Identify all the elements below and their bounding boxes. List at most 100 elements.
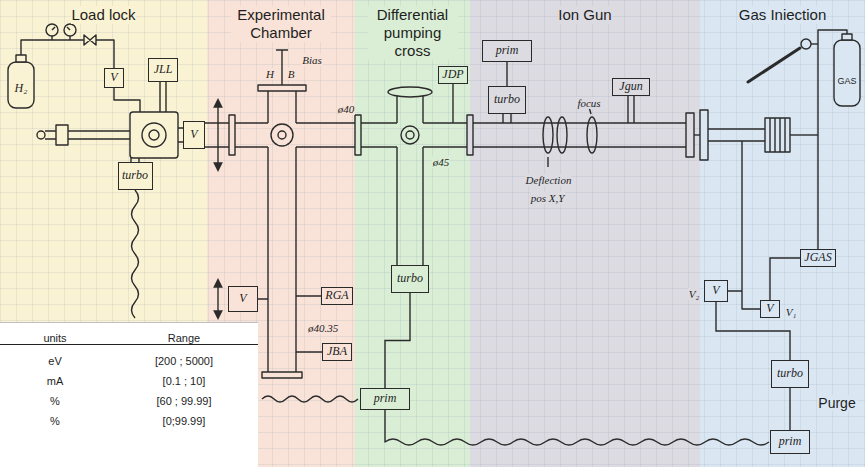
valve-symbol (84, 35, 96, 45)
section-label-box: Purge (814, 394, 860, 412)
bottle-label: GAS (836, 76, 857, 86)
dimension-label: ø40 (337, 103, 356, 115)
signal-label: Bias (301, 54, 323, 66)
valve-label-box: V₁ (783, 302, 799, 320)
load-lock-chamber (130, 112, 178, 158)
bottle-label: H₂ (14, 81, 29, 95)
pump-box: prim (360, 388, 410, 410)
flange (258, 85, 306, 91)
pump-hose (262, 396, 358, 402)
gas-line (811, 43, 818, 44)
viewport (149, 130, 159, 140)
table-cell-box: [60 ; 99.99] (110, 390, 258, 409)
pump-line (506, 62, 507, 86)
tube (423, 123, 467, 147)
table-cell: [60 ; 99.99] (155, 395, 212, 407)
table-cell: mA (46, 375, 65, 387)
pump-line (789, 388, 790, 430)
dimension-label-box: ø40 (333, 99, 359, 117)
gauge-needle (52, 27, 55, 30)
part-label: Deflection pos X,Y (525, 174, 572, 204)
flange (229, 115, 235, 155)
tube (296, 123, 397, 147)
valve-label-box: V₂ (686, 284, 702, 302)
rod-knob (37, 131, 45, 139)
table-cell: [0.1 ; 10] (162, 375, 207, 387)
part-label: focus (576, 97, 601, 109)
pump-box: turbo (391, 265, 429, 293)
flange (262, 372, 302, 378)
gauge-box: Jgun (612, 78, 650, 96)
section-title: Differential pumping cross (368, 6, 458, 60)
gauge-box: JLL (148, 58, 178, 82)
gas-bottle (8, 62, 34, 108)
deflection-coil (543, 117, 553, 153)
pressure-gauge (64, 24, 76, 36)
table-cell-box: Range (110, 327, 258, 346)
gauge-box: RGA (321, 287, 353, 305)
motion-arrow (217, 100, 218, 170)
pressure-gauge (46, 24, 58, 36)
flange (686, 113, 694, 157)
section-title: Experimental Chamber (231, 6, 331, 42)
table-cell-box: % (0, 390, 110, 409)
table-cell: [0;99.99] (162, 415, 207, 427)
motion-arrow (217, 280, 218, 318)
gauge-pipe (452, 84, 453, 123)
signal-label-box: B (285, 64, 297, 82)
box-label: JLL (154, 63, 173, 76)
sample-holder (271, 124, 293, 146)
tube (397, 92, 423, 265)
box-label: JGAS (804, 251, 831, 264)
pump-box: prim (482, 40, 532, 62)
table-cell-box: % (0, 410, 110, 429)
pump-hose (132, 190, 139, 318)
ion-gun-drawing (473, 96, 694, 167)
box-label: V (190, 128, 197, 141)
pump-box: turbo (771, 360, 809, 388)
focus-coil (587, 117, 597, 153)
table-ground (0, 322, 258, 467)
signal-label-box: H (263, 64, 277, 82)
signal-label-box: Bias (296, 50, 328, 68)
box-label: turbo (494, 93, 520, 106)
table-cell: units (42, 332, 67, 344)
box-label: JBA (327, 345, 347, 358)
gas-pipe (708, 129, 765, 141)
valve-label: V₂ (688, 288, 701, 300)
tube (694, 134, 700, 135)
regulator (801, 39, 811, 49)
pump-box: turbo (118, 162, 153, 190)
flange (467, 115, 473, 155)
section-title: Ion Gun (558, 6, 611, 24)
purge-line (728, 141, 760, 309)
pump-box: turbo (488, 86, 526, 114)
gauge-box: JGAS (800, 249, 836, 267)
box-label: prim (496, 44, 519, 57)
dimension-label: ø40.35 (307, 322, 339, 334)
load-lock-drawing (8, 24, 183, 318)
parameter-table (0, 322, 258, 467)
cross-port (406, 131, 414, 139)
signal-label: B (287, 68, 296, 80)
dimension-label: ø45 (432, 156, 451, 168)
valve-box: V (704, 280, 728, 302)
table-cell-box: [0;99.99] (110, 410, 258, 429)
pump-box: prim (770, 430, 810, 454)
pump-pipe (503, 114, 511, 123)
table-cell: Range (167, 332, 201, 344)
pump-pipe (131, 158, 139, 162)
table-cell-box: units (0, 327, 110, 346)
gauge-box: JBA (322, 343, 352, 361)
pump-line (716, 302, 790, 360)
table-cell-box: [200 ; 5000] (110, 350, 258, 369)
dimension-label-box: ø40.35 (300, 318, 346, 336)
table-cell: eV (47, 355, 62, 367)
pump-line (385, 293, 410, 388)
tube (473, 123, 686, 147)
valve-fins (770, 118, 785, 152)
pump-line (770, 258, 800, 300)
flange (388, 87, 432, 97)
